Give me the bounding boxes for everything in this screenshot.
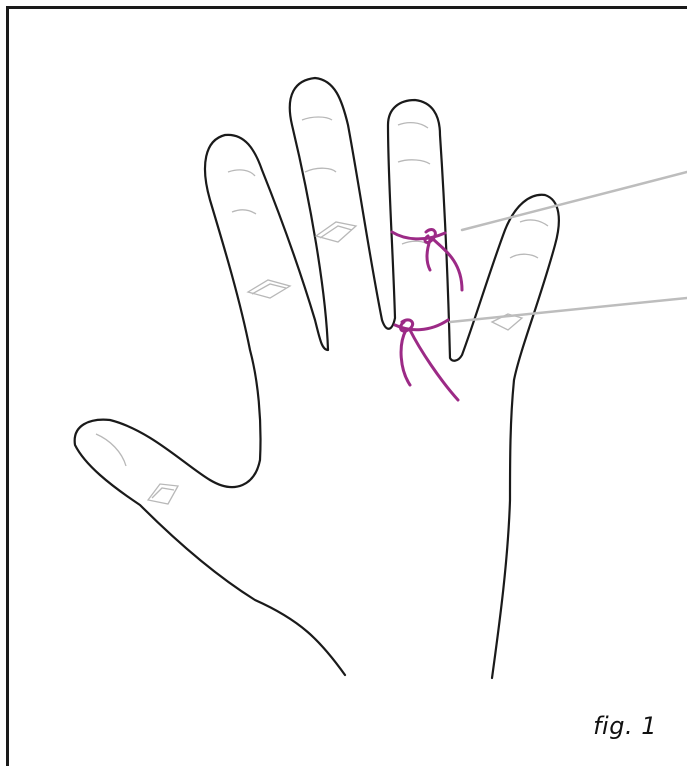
leader-lines xyxy=(450,172,687,322)
upper-string-loop xyxy=(392,232,445,239)
lower-leader-line xyxy=(450,298,687,322)
finger-string xyxy=(392,230,462,400)
figure-caption: fig. 1 xyxy=(593,712,657,740)
upper-leader-line xyxy=(462,172,687,230)
